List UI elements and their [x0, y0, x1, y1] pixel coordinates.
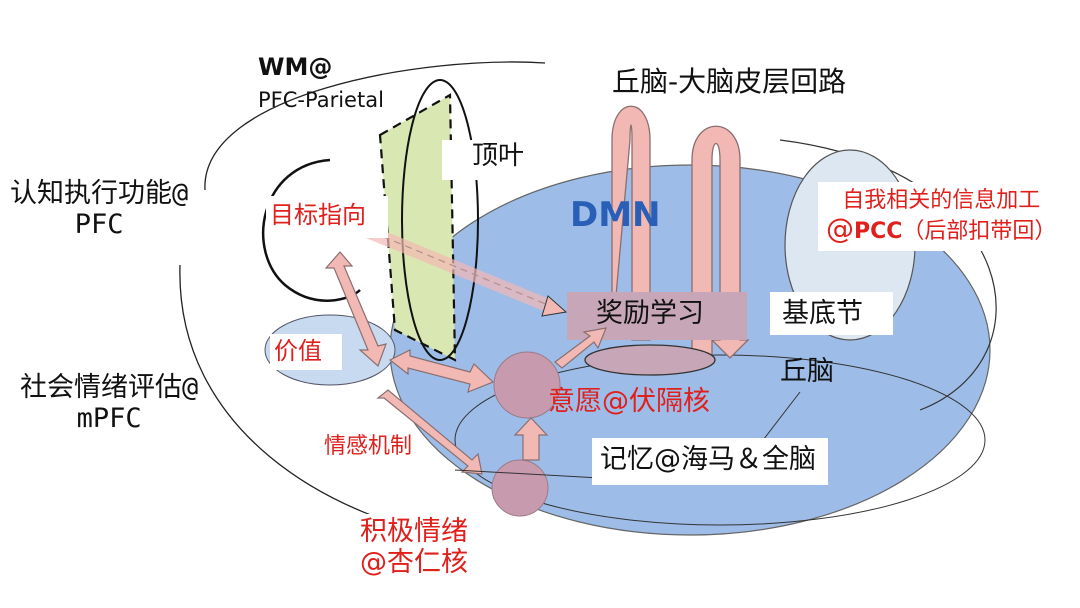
- positive-line1: 积极情绪: [360, 516, 468, 547]
- pcc-text: PCC: [854, 219, 903, 245]
- goal-directed-label: 目标指向: [266, 196, 388, 238]
- goal-reward-dashed-band: [366, 225, 552, 312]
- pfc-circle: [262, 158, 361, 302]
- self-line1: 自我相关的信息加工: [842, 188, 1041, 213]
- pcc-desc: （后部扣带回）: [902, 219, 1057, 245]
- goal-value-arrow: [324, 251, 387, 368]
- self-at: @: [826, 212, 854, 246]
- emotion-mech-arrow: [376, 389, 483, 475]
- outer-brain-outline: [204, 61, 546, 191]
- parietal-label: 顶叶: [442, 140, 535, 180]
- amygdala-will-arrow: [513, 417, 549, 461]
- positive-line2: @杏仁核: [360, 547, 468, 579]
- cognitive-line2: PFC: [74, 209, 124, 241]
- amygdala-node: [491, 459, 549, 517]
- value-will-arrow: [388, 349, 495, 393]
- social-line1: 社会情绪评估@: [20, 372, 199, 403]
- self-processing-label: 自我相关的信息加工 @PCC（后部扣带回）: [818, 182, 1065, 252]
- self-line2: @PCC（后部扣带回）: [826, 213, 1056, 245]
- value-label: 价值: [270, 334, 342, 370]
- dmn-inner-outline: [454, 354, 986, 526]
- will-reward-arrow: [554, 327, 607, 369]
- wm-subtitle: PFC-Parietal: [258, 88, 384, 112]
- emotion-mechanism-label: 情感机制: [318, 432, 419, 462]
- reward-learning-label: 奖励学习: [596, 298, 704, 329]
- striatum-ellipse: [584, 344, 716, 376]
- social-line2: mPFC: [76, 403, 142, 435]
- cognitive-line1: 认知执行功能@: [10, 178, 189, 209]
- thalamus-label: 丘脑: [780, 356, 834, 387]
- cognitive-function-label: 认知执行功能@ PFC: [10, 178, 188, 240]
- parietal-region: [378, 93, 457, 362]
- parietal-loop: [401, 79, 479, 361]
- goal-reward-arrowhead: [541, 295, 568, 317]
- thalamocortical-label: 丘脑-大脑皮层回路: [612, 65, 847, 98]
- wm-title: WM@: [258, 53, 333, 81]
- memory-label: 记忆@海马＆全脑: [592, 438, 828, 486]
- basal-ganglia-label: 基底节: [770, 292, 893, 336]
- thalamocortical-loop-left: [611, 105, 651, 341]
- positive-emotion-label: 积极情绪 @杏仁核: [350, 514, 478, 581]
- amygdala-pointer-line: [454, 469, 601, 479]
- nucleus-accumbens-node: [493, 351, 561, 419]
- dmn-label: DMN: [570, 195, 661, 235]
- will-nucleus-label: 意愿@伏隔核: [548, 386, 710, 417]
- social-emotion-label: 社会情绪评估@ mPFC: [20, 372, 198, 434]
